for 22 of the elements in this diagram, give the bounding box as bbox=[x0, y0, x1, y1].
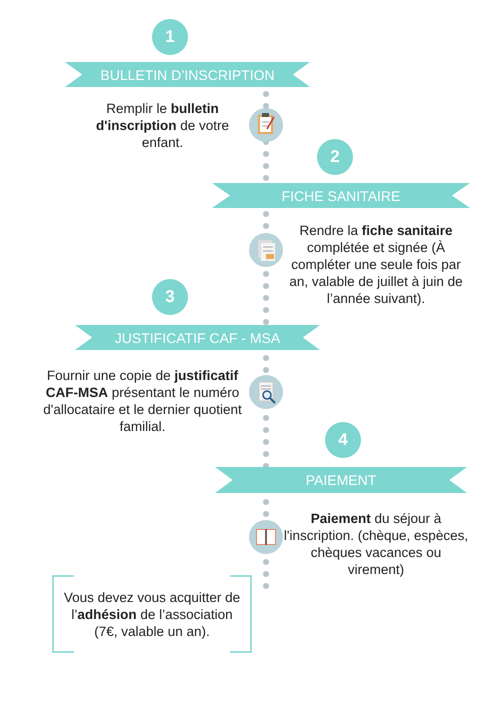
step-number: 2 bbox=[330, 147, 340, 167]
ribbon-banner bbox=[215, 467, 467, 493]
step-description: Fournir une copie de justificatif CAF-MSA présentant le numéro d'allocataire et le dernier quotient familial. bbox=[42, 367, 243, 435]
step-circle bbox=[325, 422, 361, 458]
ribbon-title: FICHE SANITAIRE bbox=[282, 188, 400, 204]
step-number: 1 bbox=[165, 27, 175, 47]
step-number: 4 bbox=[338, 430, 348, 450]
ribbon-title: PAIEMENT bbox=[306, 472, 376, 488]
step-circle bbox=[152, 19, 188, 55]
ribbon-title: BULLETIN D’INSCRIPTION bbox=[100, 66, 275, 82]
note-text: Vous devez vous acquitter de l’adhésion de l’association (7€, valable un an). bbox=[62, 588, 242, 640]
step-description: Rendre la fiche sanitaire complétée et signée (À compléter une seule fois par an, valable de juillet à juin de l’année suivant). bbox=[288, 222, 464, 307]
bracket-frame bbox=[52, 575, 252, 653]
ribbon-title: JUSTIFICATIF CAF - MSA bbox=[114, 330, 280, 346]
ribbon-banner bbox=[75, 325, 320, 350]
step-circle bbox=[317, 139, 353, 175]
ribbon-banner bbox=[65, 62, 310, 87]
step-description: Remplir le bulletin d'inscription de votre enfant. bbox=[95, 100, 230, 151]
step-circle bbox=[152, 279, 188, 315]
step-number: 3 bbox=[165, 287, 175, 307]
step-description: Paiement du séjour à l'inscription. (chèque, espèces, chèques vacances ou virement) bbox=[282, 510, 470, 578]
ribbon-banner bbox=[212, 183, 470, 208]
